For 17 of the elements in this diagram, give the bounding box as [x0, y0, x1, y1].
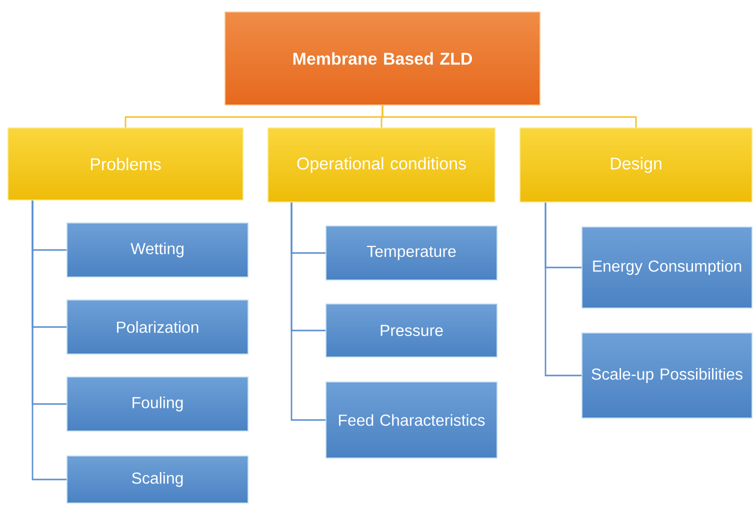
connector-line — [32, 200, 66, 480]
item-box: Feed Characteristics — [326, 382, 498, 458]
category-box: Problems — [8, 128, 244, 200]
category-box: Operational conditions — [268, 128, 496, 202]
category-box: Design — [520, 128, 752, 202]
connector-line — [382, 106, 637, 128]
connector-line — [544, 202, 582, 376]
item-box: Fouling — [66, 376, 248, 432]
item-box: Pressure — [326, 304, 498, 358]
item-box: Wetting — [66, 222, 248, 278]
item-box: Scaling — [66, 456, 248, 504]
item-box: Scale-up Possibilities — [582, 332, 752, 418]
root-box: Membrane Based ZLD — [224, 12, 540, 106]
connector-line — [290, 202, 326, 421]
item-box: Temperature — [326, 226, 498, 280]
item-box: Polarization — [66, 300, 248, 354]
item-box: Energy Consumption — [582, 226, 752, 308]
